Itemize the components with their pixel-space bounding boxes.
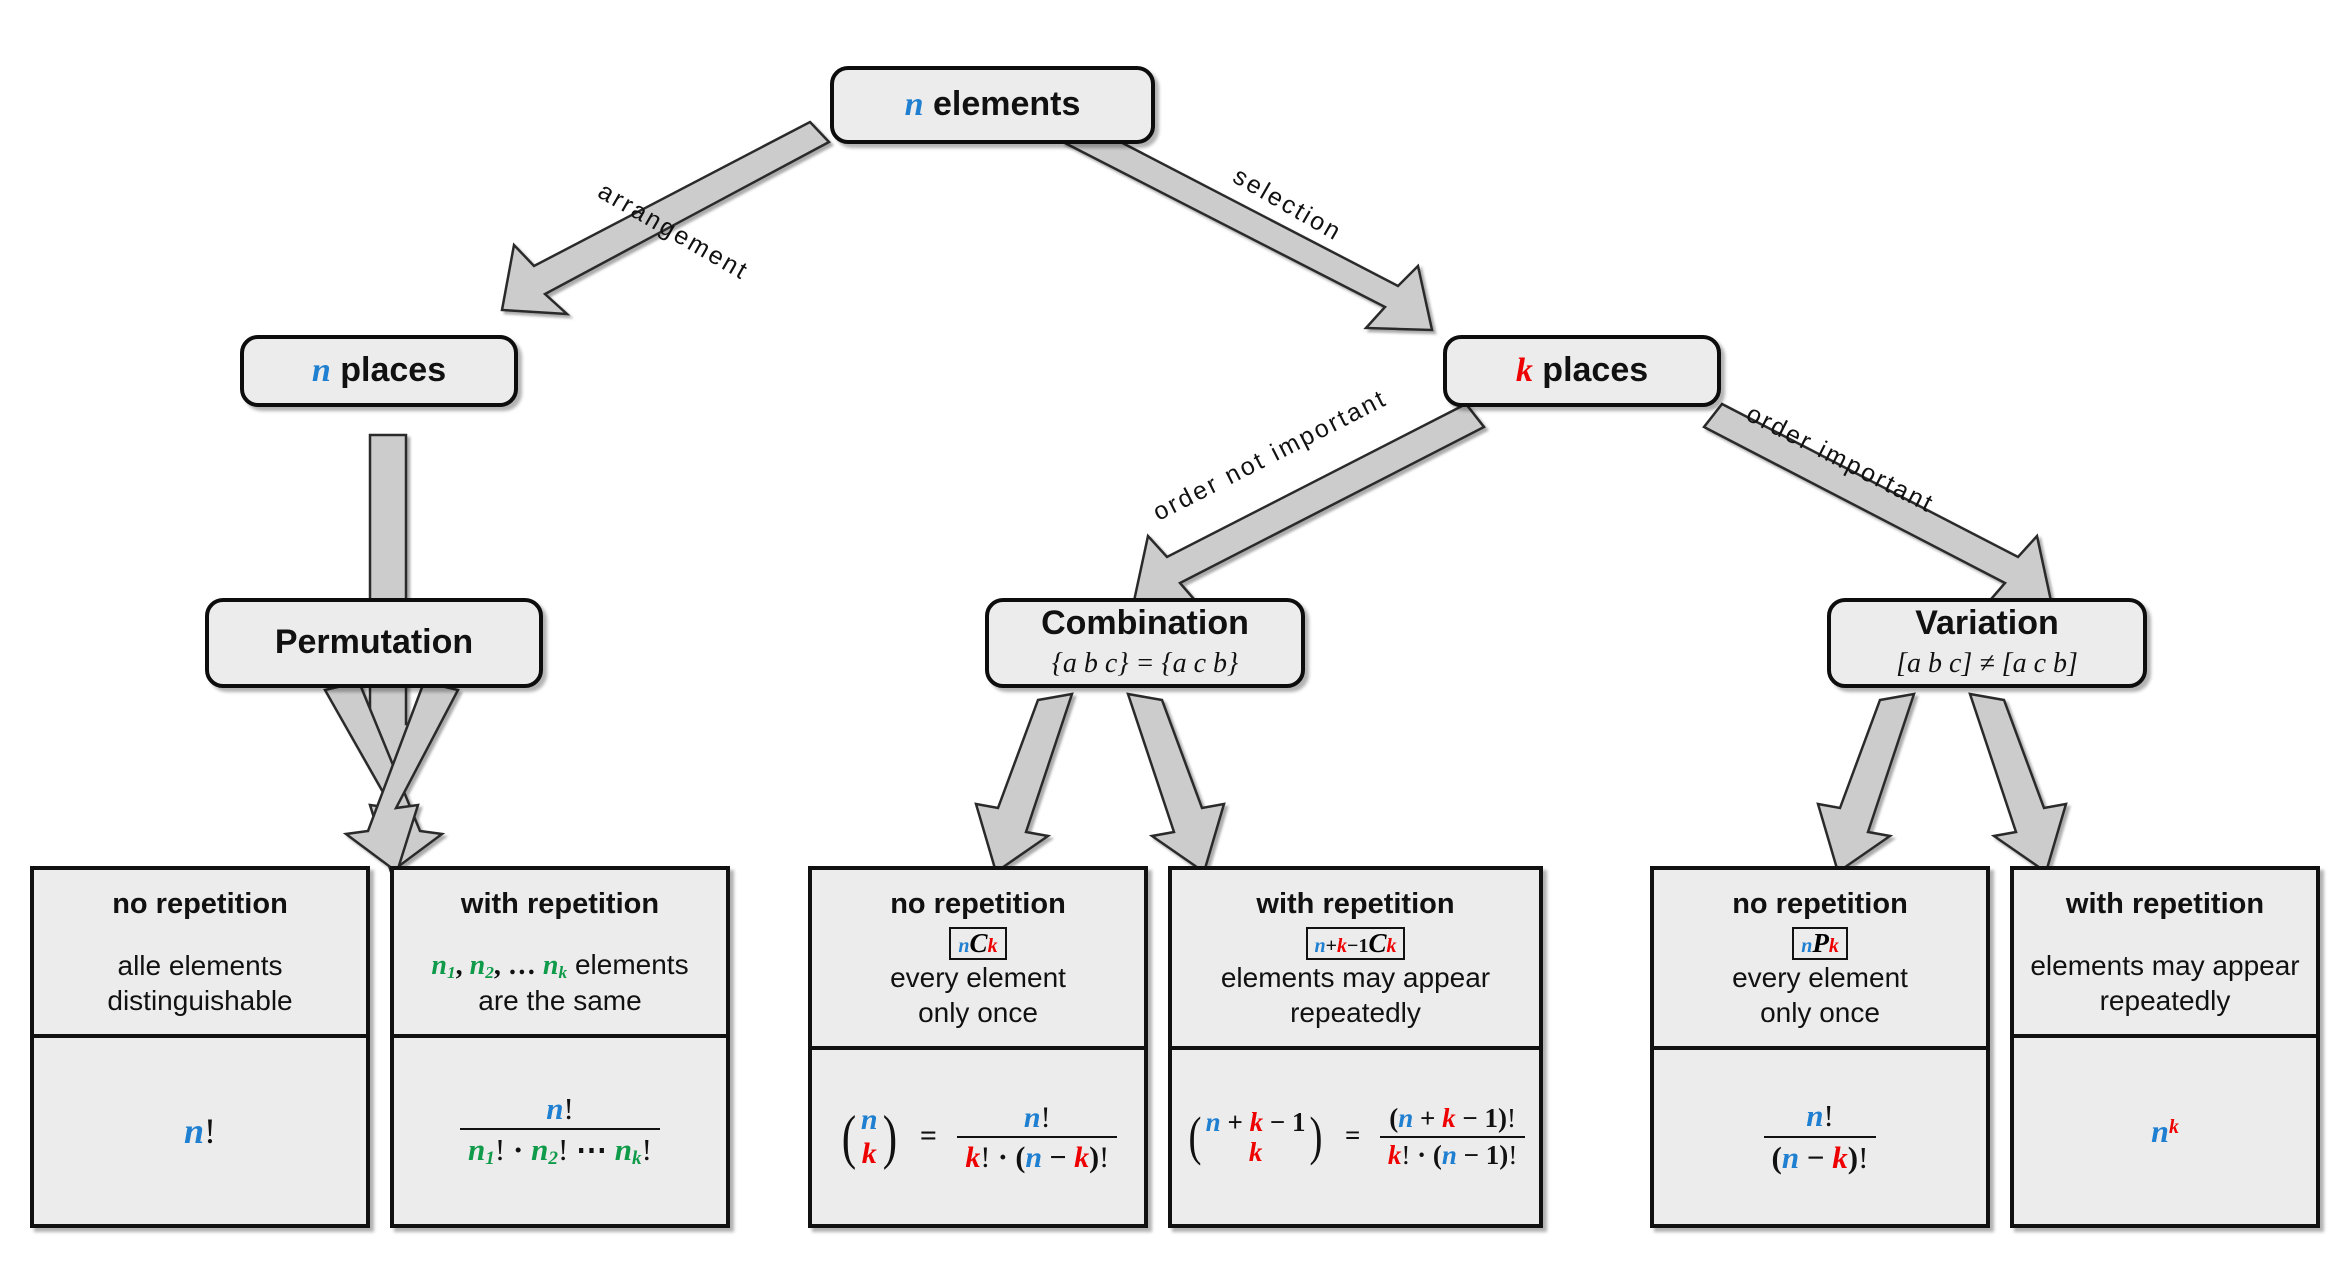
symbol-n: n [904,86,924,124]
arrow-comb-no-rep [974,692,1074,875]
leaf-header: no repetition [1732,888,1908,920]
node-combination[interactable]: Combination {a b c} = {a c b} [985,598,1305,688]
desc-line-2: repeatedly [2099,985,2231,1016]
desc-line-2: are the same [478,985,642,1016]
desc-line-1: alle elements [117,950,283,981]
node-n-places[interactable]: n places [240,335,518,407]
elements-word: elements [574,948,689,980]
formula-multiset-permutation: n! n1! · n2! ⋯ nk! [460,1092,660,1170]
formula-variation-no-rep: n! (n − k)! [1763,1099,1877,1174]
node-variation-example: [a b c] ≠ [a c b] [1896,647,2078,679]
leaf-formula-cell: ( n k ) = n! k! · (n − k)! [812,1050,1144,1224]
leaf-formula-cell: ( n + k − 1 k ) = (n + k − 1)! k! · (n −… [1172,1050,1539,1224]
desc-line-1: every element [890,962,1066,993]
node-k-places-label: k places [1515,351,1649,390]
leaf-description: elements may appear repeatedly [2014,948,2316,1018]
desc-line-2: only once [918,997,1038,1028]
leaf-formula-cell: n! [34,1038,366,1224]
leaf-description: n1, n2, … nk elements are the same [394,947,726,1019]
leaf-description: every element only once [1654,960,1986,1030]
desc-line-1: elements may appear [1220,962,1491,993]
node-permutation-label: Permutation [274,623,474,662]
formula-n-factorial: n! [183,1111,217,1151]
arrow-arrangement [500,120,832,316]
leaf-formula-cell: nk [2014,1038,2316,1224]
node-n-elements-label: n elements [904,85,1081,124]
leaf-description: alle elements distinguishable [34,948,366,1018]
symbol-n: n [311,352,331,390]
leaf-top-cell: no repetition nCk every element only onc… [812,870,1144,1050]
k-places-word: places [1542,351,1649,390]
leaf-top-cell: no repetition nPk every element only onc… [1654,870,1986,1050]
arrow-order-important [1702,402,2053,607]
leaf-top-cell: with repetition elements may appear repe… [2014,870,2316,1038]
node-combination-label: Combination [1041,604,1249,643]
root-label-word: elements [932,85,1081,124]
arrow-selection [1060,120,1434,332]
leaf-header: no repetition [890,888,1066,920]
desc-line-1: n1, n2, … nk elements [431,948,689,982]
leaf-header: with repetition [2065,888,2265,920]
desc-line-2: distinguishable [107,985,293,1016]
formula-binomial-nk: ( n k ) = n! k! · (n − k)! [839,1101,1118,1174]
leaf-combination-with-repetition[interactable]: with repetition n+k−1Ck elements may app… [1168,866,1543,1228]
notation-nCk: nCk [949,927,1007,960]
leaf-header: no repetition [112,888,288,920]
formula-n-power-k: nk [2151,1112,2179,1149]
leaf-permutation-no-repetition[interactable]: no repetition alle elements distinguisha… [30,866,370,1228]
node-n-places-label: n places [311,351,447,390]
node-k-places[interactable]: k places [1443,335,1721,407]
formula-binomial-n-plus-k-minus-1: ( n + k − 1 k ) = (n + k − 1)! k! · (n −… [1186,1103,1526,1170]
leaf-description: every element only once [812,960,1144,1030]
node-permutation[interactable]: Permutation [205,598,543,688]
node-n-elements[interactable]: n elements [830,66,1155,144]
leaf-top-cell: no repetition alle elements distinguisha… [34,870,366,1038]
desc-line-2: only once [1760,997,1880,1028]
arrow-comb-with-rep [1126,692,1226,875]
leaf-header: with repetition [1256,888,1455,920]
leaf-formula-cell: n! n1! · n2! ⋯ nk! [394,1038,726,1224]
leaf-top-cell: with repetition n+k−1Ck elements may app… [1172,870,1539,1050]
leaf-description: elements may appear repeatedly [1172,960,1539,1030]
arrow-var-no-rep [1816,692,1916,875]
arrow-perm-with-rep [342,680,460,875]
leaf-formula-cell: n! (n − k)! [1654,1050,1986,1224]
desc-line-1: elements may appear [2030,950,2300,981]
arrow-var-with-rep [1968,692,2068,875]
notation-n-plus-k-minus-1-C-k: n+k−1Ck [1305,927,1406,960]
leaf-variation-no-repetition[interactable]: no repetition nPk every element only onc… [1650,866,1990,1228]
desc-line-1: every element [1732,962,1908,993]
desc-line-2: repeatedly [1290,997,1421,1028]
node-combination-example: {a b c} = {a c b} [1051,647,1239,679]
leaf-combination-no-repetition[interactable]: no repetition nCk every element only onc… [808,866,1148,1228]
node-variation-label: Variation [1915,604,2059,643]
notation-nPk: nPk [1792,927,1848,960]
node-variation[interactable]: Variation [a b c] ≠ [a c b] [1827,598,2147,688]
n-places-word: places [340,351,447,390]
leaf-top-cell: with repetition n1, n2, … nk elements ar… [394,870,726,1038]
leaf-header: with repetition [460,888,660,920]
leaf-permutation-with-repetition[interactable]: with repetition n1, n2, … nk elements ar… [390,866,730,1228]
symbol-k: k [1515,352,1533,390]
leaf-variation-with-repetition[interactable]: with repetition elements may appear repe… [2010,866,2320,1228]
